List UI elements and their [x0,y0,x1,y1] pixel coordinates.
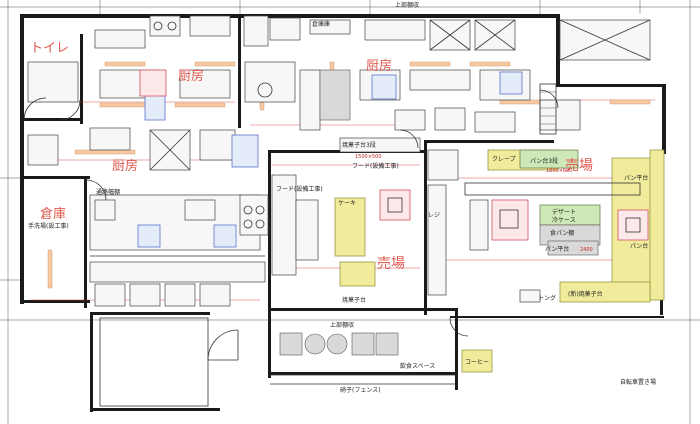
label-tongue: トング [538,294,556,302]
label-coffee: コーヒー [465,359,489,366]
room-sales-right: 売場 [565,158,593,174]
label-pan-flat-size: 2400 [580,247,593,253]
room-sales-left: 売場 [377,256,405,272]
eat-in-area [270,332,493,385]
label-yakigashi-bottom: 焼菓子台 [342,296,366,304]
sales-floor-right [464,149,665,303]
label-hood-top: フード(設備工事) [352,162,399,170]
lower-kitchen [89,194,269,307]
room-toilet: トイレ [30,41,69,56]
label-dessert: デザート [552,208,576,216]
label-pan-flat: パン平台 [545,245,569,253]
sales-floor-left [271,137,459,296]
label-cashier: レジ [428,212,440,219]
label-handwash: 手洗場(設工事) [28,222,69,230]
label-yakigashi-right: (新)焼菓子台 [568,290,603,298]
label-glass-fence: 硝子(フェンス) [340,386,381,394]
entrance-area [99,317,239,407]
room-kitchen-right: 厨房 [366,58,392,74]
label-shokupan: 食パン棚 [550,229,574,237]
room-kitchen-mid: 厨房 [112,158,138,174]
label-bottom-shelf: 上部棚収 [330,321,354,329]
label-yakigashi-size: 1500×500 [355,154,381,160]
label-crepe: クレープ [492,156,516,163]
label-yakigashi-3: 焼菓子台3段 [342,141,376,149]
label-top-shelf: 上部棚収 [395,1,419,9]
label-dessert-case: 冷ケース [552,216,576,224]
label-cake: ケーキ [338,200,356,207]
label-sink: 通路幅棚 [96,188,120,196]
label-pan-3-size: 1800×600 [546,168,572,174]
room-storage: 倉庫 [40,207,66,222]
stairs [539,83,557,135]
label-pan-dai: パン台 [630,242,648,250]
label-bicycle: 自転車置き場 [620,378,656,386]
room-kitchen-left: 厨房 [178,68,204,84]
label-pan-3: パン台3段 [530,157,558,165]
label-pan-hiradai: パン平台 [624,174,648,182]
kitchen-equipment [27,15,651,171]
doors [23,89,559,337]
label-small-room: 倉庫庫 [312,20,330,28]
label-eat-in: 飲食スペース [400,362,435,370]
label-hood-left: フード(設備工事) [276,185,323,193]
